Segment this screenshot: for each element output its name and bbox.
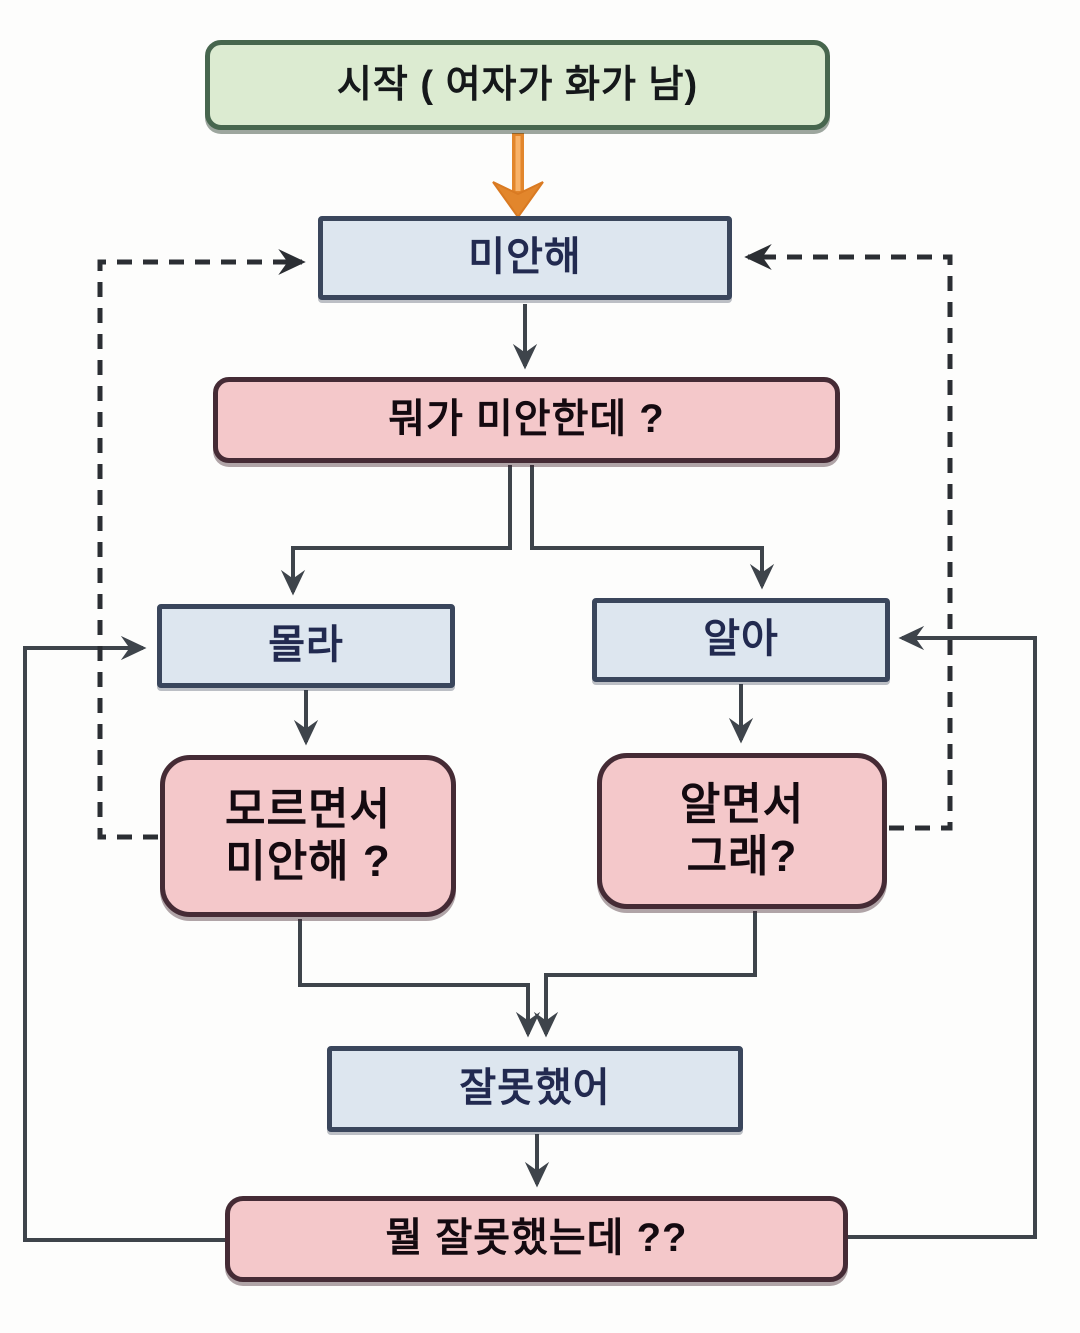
node-sorry-not-knowing-label: 모르면서 미안해 ? [225, 785, 391, 886]
node-know-label: 알아 [703, 617, 779, 662]
edge-knowingstill-to-didwrong [533, 911, 757, 1038]
node-what-sorry-label: 뭐가 미안한데 ? [388, 397, 665, 442]
edge-whatsorry-to-dontknow [280, 465, 512, 596]
node-sorry: 미안해 [318, 216, 732, 300]
edge-sorrynotknowing-to-sorry-dashed [97, 249, 306, 840]
edge-whatsorry-to-know [530, 465, 775, 590]
node-knowing-still-label: 알면서 그래? [679, 780, 805, 881]
node-start: 시작 ( 여자가 화가 남) [205, 40, 830, 130]
node-sorry-not-knowing: 모르면서 미안해 ? [160, 755, 456, 917]
node-know: 알아 [592, 598, 890, 682]
node-start-label: 시작 ( 여자가 화가 남) [336, 63, 699, 106]
node-dont-know: 몰라 [157, 604, 455, 688]
edge-whatwrong-to-know-loop [846, 625, 1037, 1239]
edge-sorrynotknowing-to-didwrong [298, 919, 541, 1038]
node-what-wrong-label: 뭘 잘못했는데 ?? [385, 1216, 688, 1261]
node-knowing-still: 알면서 그래? [597, 753, 887, 909]
edge-whatwrong-to-dontknow-loop [23, 635, 227, 1242]
node-did-wrong: 잘못했어 [327, 1046, 743, 1132]
node-dont-know-label: 몰라 [268, 623, 344, 668]
node-did-wrong-label: 잘못했어 [459, 1066, 611, 1111]
edge-start-to-sorry [492, 133, 544, 219]
node-sorry-label: 미안해 [468, 235, 582, 280]
edge-knowingstill-to-sorry-dashed [744, 244, 953, 831]
node-what-wrong: 뭘 잘못했는데 ?? [225, 1196, 848, 1282]
node-what-sorry: 뭐가 미안한데 ? [213, 377, 840, 463]
